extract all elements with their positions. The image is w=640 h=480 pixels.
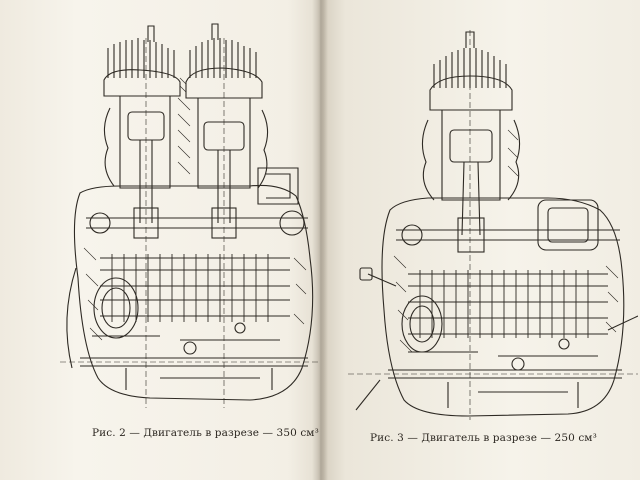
cooling-fins-right	[189, 38, 257, 78]
book-spine	[312, 0, 328, 480]
left-page: Рис. 2 — Двигатель в разрезе — 350 см³	[0, 0, 320, 480]
engine-350-drawing	[40, 18, 320, 418]
engine-250-drawing	[338, 30, 638, 420]
engine-350-cross-section-icon	[60, 23, 320, 408]
figure-caption-250: Рис. 3 — Двигатель в разрезе — 250 см³	[370, 432, 597, 444]
figure-caption-350: Рис. 2 — Двигатель в разрезе — 350 см³	[92, 427, 319, 439]
cooling-fins-single	[433, 48, 507, 88]
engine-250-cross-section-icon	[348, 30, 638, 420]
cooling-fins-left	[107, 38, 175, 78]
right-page: Рис. 3 — Двигатель в разрезе — 250 см³	[322, 0, 640, 480]
